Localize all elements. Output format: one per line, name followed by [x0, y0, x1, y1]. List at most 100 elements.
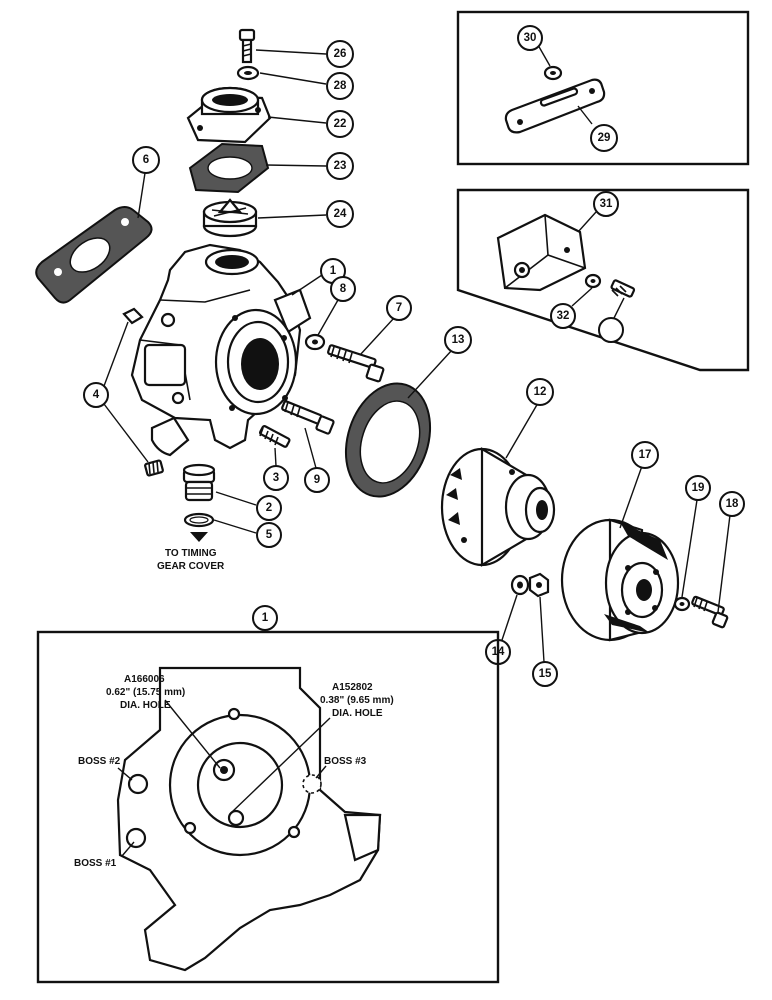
leader-12 [505, 402, 539, 459]
elbow-fitting-2 [182, 463, 216, 502]
callout-22: 22 [326, 110, 354, 138]
svg-text:2: 2 [266, 502, 272, 514]
svg-text:22: 22 [334, 118, 347, 130]
washer-29 [543, 65, 563, 81]
lockwasher-19 [673, 596, 691, 612]
a152802-hole: DIA. HOLE [332, 708, 383, 719]
pump-hub-12 [440, 447, 556, 567]
callout-4: 4 [83, 382, 109, 408]
svg-text:32: 32 [557, 310, 570, 322]
slotted-bracket-28 [504, 78, 606, 134]
svg-text:6: 6 [143, 154, 149, 166]
stud-3 [259, 425, 291, 448]
leader-19 [681, 499, 698, 598]
leader-18 [717, 514, 731, 613]
pulley-17 [560, 518, 680, 642]
svg-text:5: 5 [266, 529, 273, 541]
timing-gear-note-line1: TO TIMING [165, 548, 217, 559]
callout-12: 12 [526, 378, 554, 406]
leader-29 [537, 44, 551, 67]
leader-3 [274, 447, 277, 467]
svg-text:17: 17 [639, 449, 652, 461]
a152802-size: 0.38" (9.65 mm) [320, 695, 394, 706]
leader-28 [577, 105, 593, 125]
leader-26 [259, 72, 327, 85]
capscrew-18 [691, 595, 729, 629]
leader-24 [257, 214, 327, 219]
leader-25 [255, 49, 327, 55]
callout-5: 5 [256, 522, 282, 548]
callout-detail-1: 1 [252, 605, 278, 631]
svg-text:28: 28 [334, 80, 347, 92]
gasket-13 [344, 382, 432, 498]
callout-19: 19 [685, 475, 711, 501]
svg-text:12: 12 [534, 386, 547, 398]
bracket-box-top [456, 10, 750, 166]
leader-a166006 [164, 699, 221, 769]
arrow-to-timing-gear-cover [190, 532, 208, 542]
svg-text:7: 7 [396, 302, 402, 314]
leader-15 [539, 596, 545, 663]
svg-text:24: 24 [334, 208, 347, 220]
leader-1 [291, 272, 326, 296]
lockwasher-14 [510, 574, 530, 596]
leader-boss2 [117, 767, 133, 781]
callout-28: 29 [590, 124, 618, 152]
leader-13 [407, 349, 453, 399]
callout-29: 30 [517, 25, 543, 51]
gasket-23 [188, 142, 270, 194]
svg-text:13: 13 [452, 334, 465, 346]
leader-4a [103, 321, 129, 387]
svg-text:26: 26 [334, 48, 347, 60]
callout-17: 17 [631, 441, 659, 469]
svg-text:8: 8 [340, 283, 347, 295]
water-pump-body-1 [130, 243, 312, 457]
leader-30 [577, 211, 597, 233]
leader-22 [267, 116, 327, 124]
capscrew-7 [327, 344, 385, 383]
capscrew-8 [281, 400, 335, 435]
callout-3: 3 [263, 465, 289, 491]
pipe-plug-4-upper [122, 307, 144, 325]
leader-a152802 [231, 717, 331, 813]
callout-31: 32 [550, 303, 576, 329]
leader-14 [501, 594, 518, 641]
callout-7: 7 [386, 295, 412, 321]
svg-text:15: 15 [539, 668, 552, 680]
callout-23: 23 [326, 152, 354, 180]
capscrew-32 [610, 279, 636, 298]
callout-15: 15 [532, 661, 558, 687]
svg-text:1: 1 [262, 612, 269, 624]
timing-gear-note-line2: GEAR COVER [157, 561, 225, 572]
svg-text:31: 31 [600, 198, 613, 210]
a166006-hole: DIA. HOLE [120, 700, 171, 711]
callout-25: 26 [326, 40, 354, 68]
svg-text:19: 19 [692, 482, 705, 494]
callout-30: 31 [593, 191, 619, 217]
detail-view-box [36, 630, 500, 984]
o-ring-5 [183, 512, 215, 528]
a166006-size: 0.62" (15.75 mm) [106, 687, 185, 698]
svg-text:30: 30 [524, 32, 537, 44]
leader-boss3 [315, 765, 327, 779]
leader-8 [304, 427, 317, 469]
callout-2: 2 [256, 495, 282, 521]
svg-text:9: 9 [314, 474, 320, 486]
capscrew-25 [238, 28, 256, 64]
angle-bracket-30 [496, 213, 587, 292]
a152802-part-no: A152802 [332, 682, 373, 693]
callout-26: 28 [326, 72, 354, 100]
svg-text:18: 18 [726, 498, 739, 510]
pipe-plug-4-lower [144, 459, 164, 477]
svg-text:3: 3 [273, 472, 279, 484]
leader-17 [619, 465, 643, 529]
a166006-part-no: A166006 [124, 674, 165, 685]
leader-boss1 [121, 841, 135, 857]
boss-1-label: BOSS #1 [74, 858, 117, 869]
leader-7 [359, 317, 395, 356]
washer-9 [304, 333, 326, 351]
callout-9: 8 [330, 276, 356, 302]
nut-15 [528, 572, 550, 598]
callout-32 [598, 317, 624, 343]
